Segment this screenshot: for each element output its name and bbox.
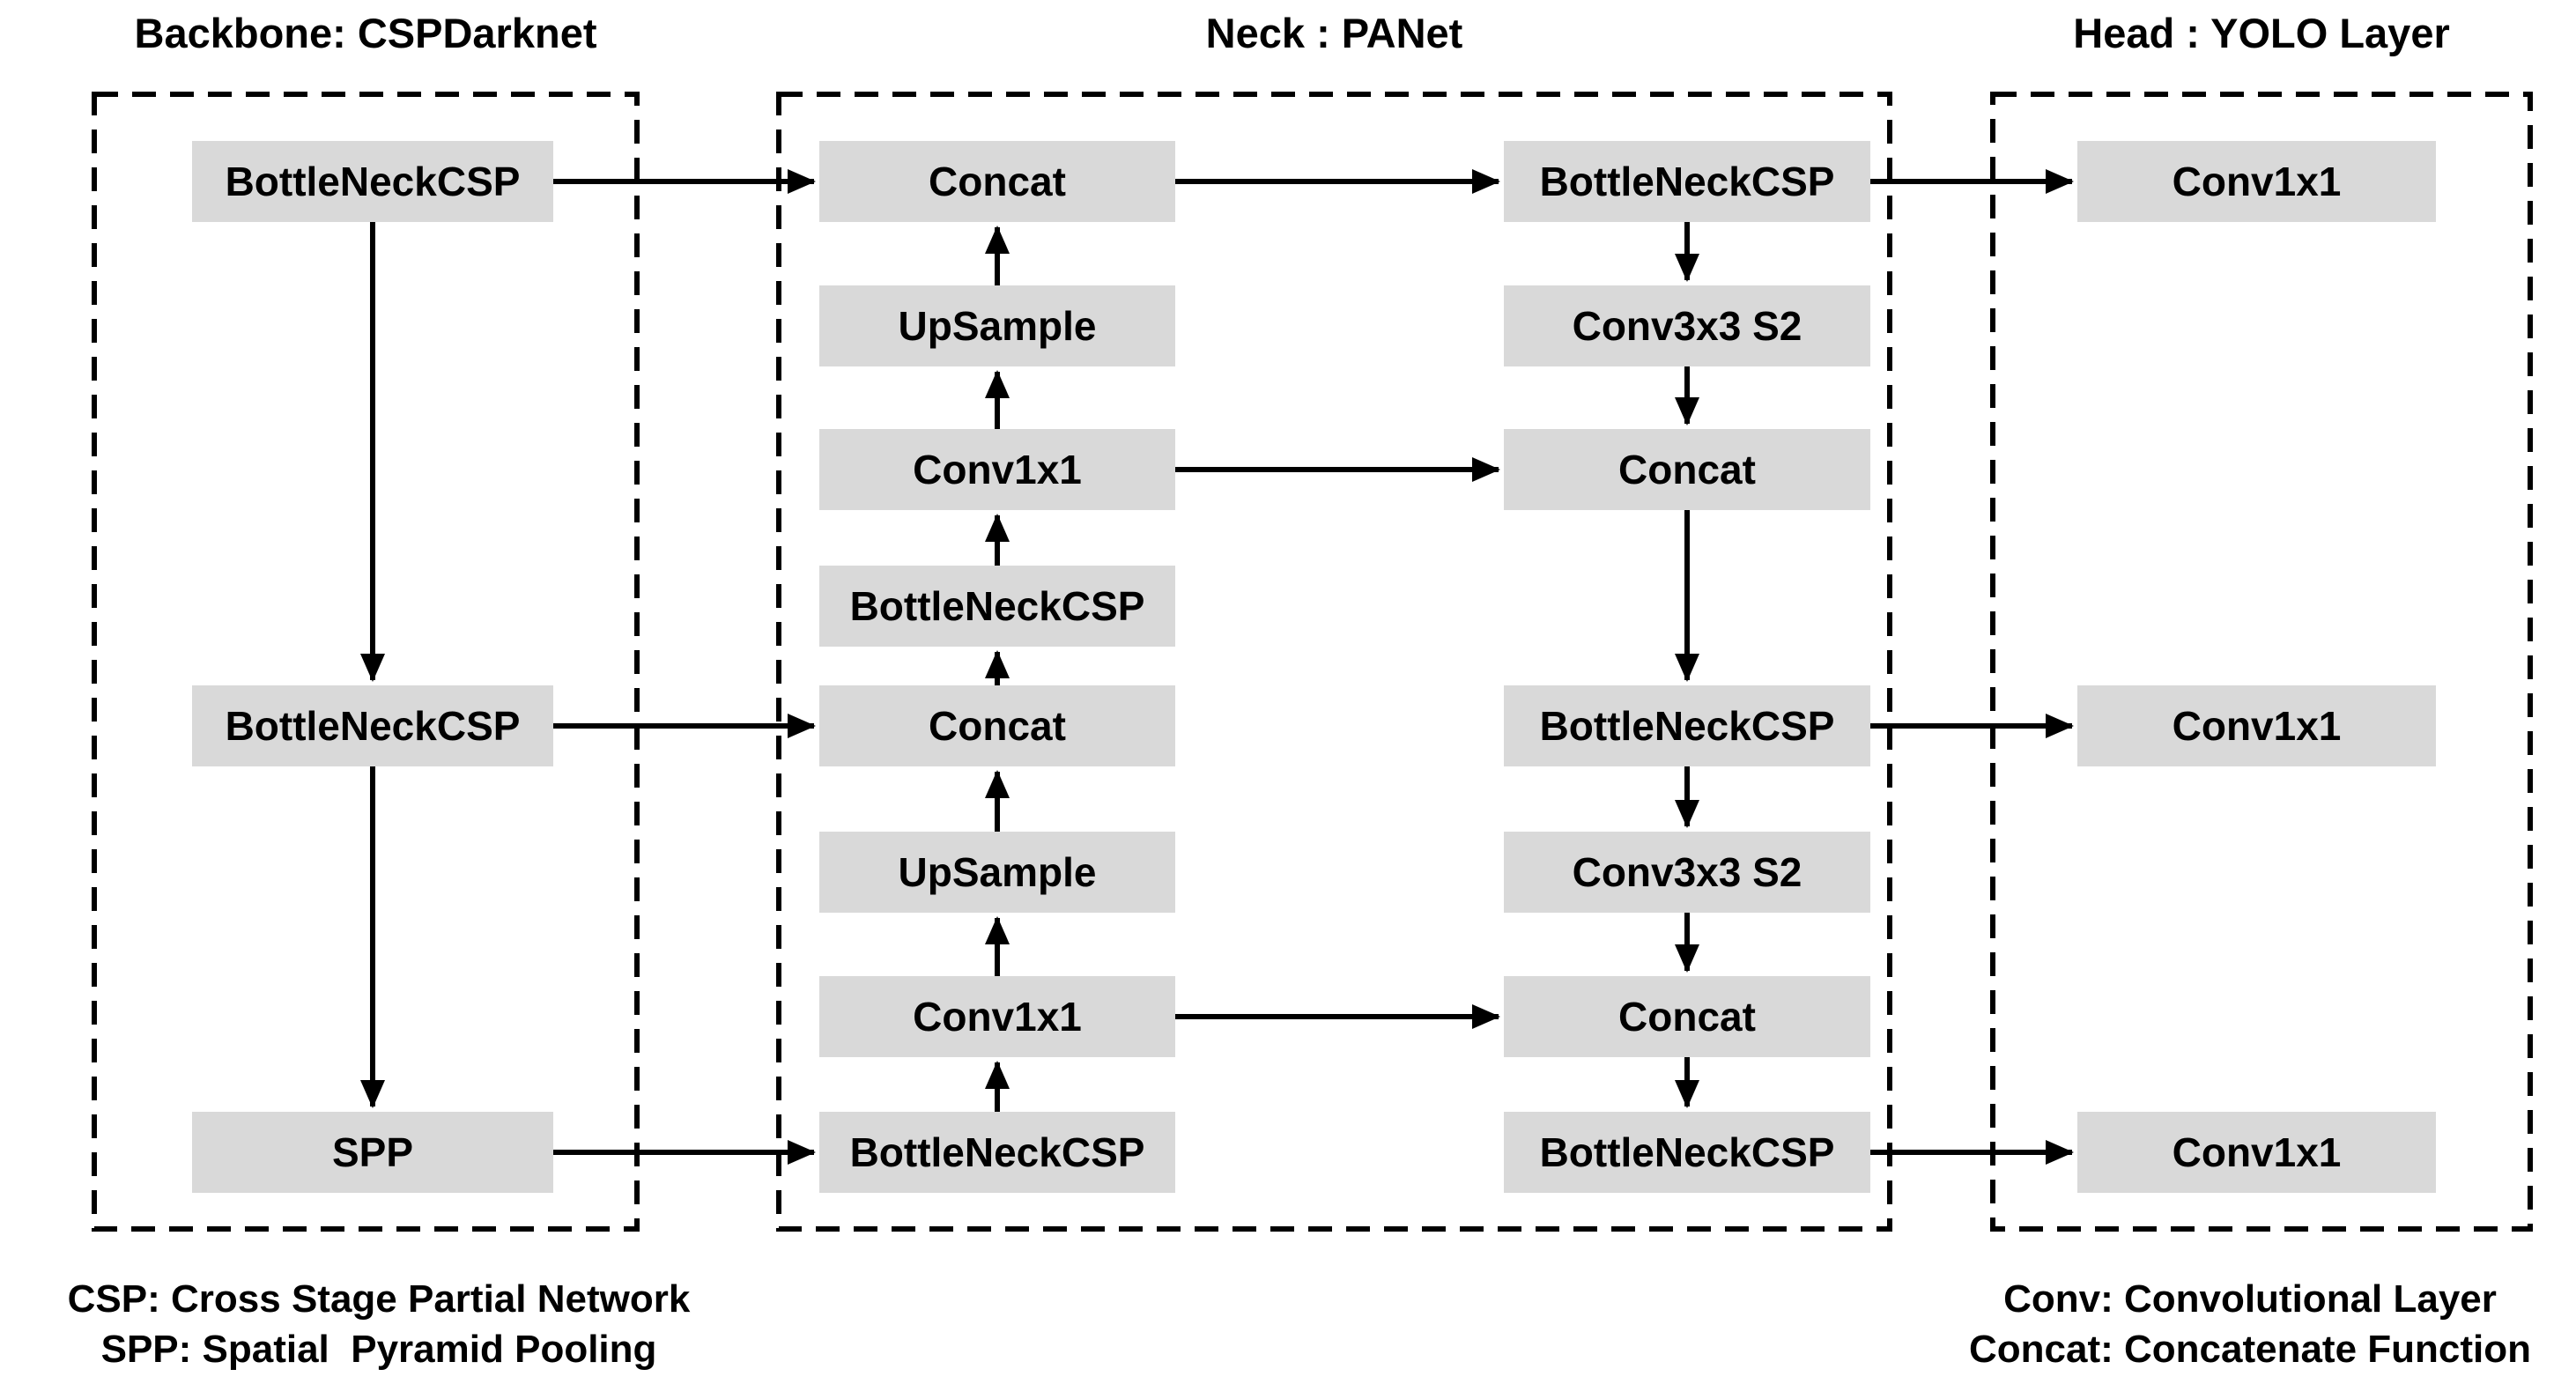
legend-left-line-spp: SPP: Spatial Pyramid Pooling (100, 1328, 657, 1371)
backbone-group-border (92, 92, 640, 1232)
neck-right-node-bottleneckcsp-2: BottleNeckCSP (1504, 685, 1870, 766)
head-section-title: Head : YOLO Layer (2073, 10, 2450, 56)
legend-left-line-csp: CSP: Cross Stage Partial Network (67, 1277, 691, 1321)
head-node-conv1x1-1: Conv1x1 (2077, 141, 2436, 222)
neck-left-node-concat-1: Concat (819, 141, 1175, 222)
neck-right-node-bottleneckcsp-3: BottleNeckCSP (1504, 1112, 1870, 1193)
legend-right: Conv: Convolutional Layer Concat: Concat… (1871, 1274, 2576, 1374)
backbone-node-spp: SPP (192, 1112, 553, 1193)
neck-right-node-concat-1: Concat (1504, 429, 1870, 510)
neck-group-border (776, 92, 1892, 1232)
backbone-node-bottleneckcsp-2: BottleNeckCSP (192, 685, 553, 766)
legend-right-line-conv: Conv: Convolutional Layer (2003, 1277, 2497, 1321)
neck-left-node-conv1x1-2: Conv1x1 (819, 976, 1175, 1057)
backbone-section-title: Backbone: CSPDarknet (134, 10, 597, 56)
neck-left-node-upsample-1: UpSample (819, 285, 1175, 366)
head-node-conv1x1-3: Conv1x1 (2077, 1112, 2436, 1193)
neck-right-node-bottleneckcsp-1: BottleNeckCSP (1504, 141, 1870, 222)
head-node-conv1x1-2: Conv1x1 (2077, 685, 2436, 766)
neck-left-node-upsample-2: UpSample (819, 832, 1175, 913)
neck-right-node-conv3x3s2-1: Conv3x3 S2 (1504, 285, 1870, 366)
legend-left: CSP: Cross Stage Partial Network SPP: Sp… (0, 1274, 758, 1374)
neck-left-node-concat-2: Concat (819, 685, 1175, 766)
head-group-border (1990, 92, 2533, 1232)
backbone-node-bottleneckcsp-1: BottleNeckCSP (192, 141, 553, 222)
legend-right-line-concat: Concat: Concatenate Function (1968, 1328, 2532, 1371)
neck-left-node-bottleneckcsp-1: BottleNeckCSP (819, 566, 1175, 647)
neck-left-node-bottleneckcsp-2: BottleNeckCSP (819, 1112, 1175, 1193)
neck-left-node-conv1x1-1: Conv1x1 (819, 429, 1175, 510)
neck-right-node-conv3x3s2-2: Conv3x3 S2 (1504, 832, 1870, 913)
neck-right-node-concat-2: Concat (1504, 976, 1870, 1057)
neck-section-title: Neck : PANet (1205, 10, 1463, 56)
